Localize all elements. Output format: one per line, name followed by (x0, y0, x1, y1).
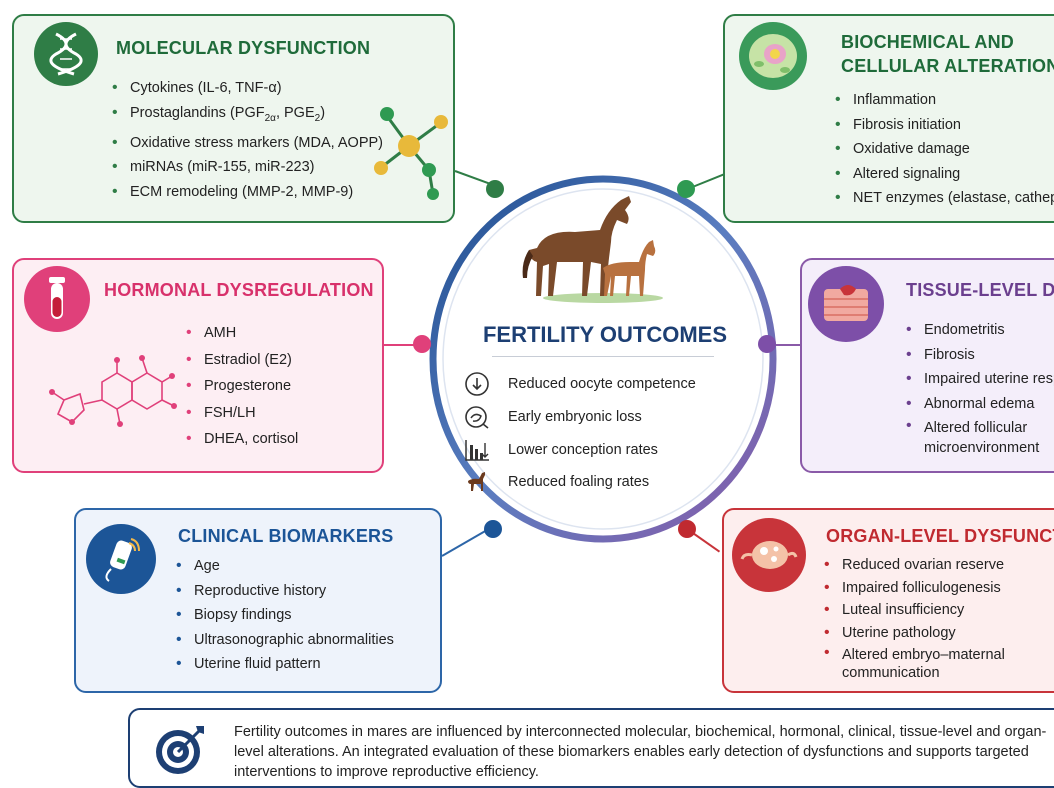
list-item: Altered signaling (835, 162, 1054, 187)
steroid-molecule-illustration (49, 355, 177, 427)
hormonal-list: AMH Estradiol (E2) Progesterone FSH/LH D… (186, 320, 298, 453)
node-hormonal (413, 335, 431, 353)
outcome-item: Early embryonic loss (462, 402, 642, 432)
center-divider (492, 356, 714, 357)
node-molecular (486, 180, 504, 198)
list-item: FSH/LH (186, 400, 298, 427)
panel-clinical-biomarkers: CLINICAL BIOMARKERS Age Reproductive his… (74, 508, 442, 693)
panel-organ-level: ORGAN-LEVEL DYSFUNCTION Reduced ovarian … (722, 508, 1054, 693)
outcome-label: Lower conception rates (508, 442, 658, 458)
list-item: Reproductive history (176, 579, 394, 604)
panel-molecular-dysfunction: MOLECULAR DYSFUNCTION Cytokines (IL-6, T… (12, 14, 455, 223)
list-item: Endometritis (906, 318, 1054, 343)
list-item-text: Altered follicular (924, 420, 1028, 436)
panel-hormonal-dysregulation: HORMONAL DYSREGULATION AMH Estradiol (E2… (12, 258, 384, 473)
node-biochem (677, 180, 695, 198)
list-item: Fibrosis (906, 343, 1054, 368)
list-item: Estradiol (E2) (186, 347, 298, 374)
list-item: ECM remodeling (MMP-2, MMP-9) (112, 180, 383, 205)
list-item: Ultrasonographic abnormalities (176, 628, 394, 653)
node-organ (678, 520, 696, 538)
list-item: Uterine fluid pattern (176, 652, 394, 677)
list-item-text: Altered embryo–maternal (842, 647, 1005, 663)
list-item: Fibrosis initiation (835, 113, 1054, 138)
clinical-list: Age Reproductive history Biopsy findings… (176, 554, 394, 677)
list-item: Prostaglandins (PGF2α, PGE2) (112, 101, 383, 131)
list-item: Abnormal edema (906, 392, 1054, 417)
list-item: Cytokines (IL-6, TNF-α) (112, 76, 383, 101)
outcome-label: Early embryonic loss (508, 409, 642, 425)
ultrasound-probe-icon (86, 524, 156, 594)
list-item: Progesterone (186, 373, 298, 400)
list-item: Uterine pathology (824, 622, 1005, 645)
outcome-label: Reduced oocyte competence (508, 376, 696, 392)
list-item: Altered embryo–maternal communication (824, 644, 1005, 682)
cell-icon (739, 22, 807, 90)
list-item: NET enzymes (elastase, cathepsin G) (835, 186, 1054, 211)
panel-biochemical-cellular: BIOCHEMICAL AND CELLULAR ALTERATIONS Inf… (723, 14, 1054, 223)
summary-text: Fertility outcomes in mares are influenc… (234, 724, 1047, 780)
panel-title: TISSUE-LEVEL DYSFUNCTION (906, 280, 1054, 300)
declining-bars-icon (462, 435, 492, 465)
node-clinical (484, 520, 502, 538)
panel-title: ORGAN-LEVEL DYSFUNCTION (826, 526, 1054, 546)
center-title: FERTILITY OUTCOMES (482, 322, 728, 347)
outcome-item: Lower conception rates (462, 435, 658, 465)
foal-icon (462, 467, 492, 497)
panel-title: MOLECULAR DYSFUNCTION (116, 38, 371, 58)
molecule-illustration (374, 107, 448, 200)
outcome-item: Reduced oocyte competence (462, 369, 696, 399)
connector-hormonal (384, 344, 422, 346)
panel-title: BIOCHEMICAL AND CELLULAR ALTERATIONS (841, 30, 1054, 78)
summary-box: Fertility outcomes in mares are influenc… (128, 708, 1054, 788)
list-item: AMH (186, 320, 298, 347)
list-item-text: Prostaglandins (PGF (130, 104, 265, 121)
fertility-outcome-ring (429, 175, 777, 543)
list-item: Inflammation (835, 88, 1054, 113)
panel-tissue-level: TISSUE-LEVEL DYSFUNCTION Endometritis Fi… (800, 258, 1054, 473)
node-tissue (758, 335, 776, 353)
down-arrow-circle-icon (462, 369, 492, 399)
embryo-icon (462, 402, 492, 432)
blood-tube-icon (24, 266, 90, 332)
subscript: 2α (264, 112, 276, 124)
tissue-icon (808, 266, 884, 342)
list-item: Oxidative stress markers (MDA, AOPP) (112, 131, 383, 156)
list-item-text: microenvironment (924, 440, 1040, 456)
outcome-item: Reduced foaling rates (462, 467, 649, 497)
list-item: miRNAs (miR-155, miR-223) (112, 155, 383, 180)
ovary-icon (732, 518, 806, 592)
tissue-list: Endometritis Fibrosis Impaired uterine r… (906, 318, 1054, 458)
list-item: Luteal insufficiency (824, 599, 1005, 622)
list-item: Impaired uterine response (906, 367, 1054, 392)
dna-icon (34, 22, 98, 86)
list-item: Age (176, 554, 394, 579)
list-item: Biopsy findings (176, 603, 394, 628)
connector-tissue (770, 344, 802, 346)
list-item: DHEA, cortisol (186, 426, 298, 453)
target-icon (152, 720, 210, 778)
list-item-text: communication (842, 665, 940, 681)
panel-title: CLINICAL BIOMARKERS (178, 526, 394, 546)
organ-list: Reduced ovarian reserve Impaired follicu… (824, 554, 1005, 682)
panel-title: HORMONAL DYSREGULATION (104, 280, 374, 300)
list-item: Impaired folliculogenesis (824, 577, 1005, 600)
panel-title-line: CELLULAR ALTERATIONS (841, 56, 1054, 76)
list-item: Oxidative damage (835, 137, 1054, 162)
foal-illustration (603, 240, 656, 296)
molecular-list: Cytokines (IL-6, TNF-α) Prostaglandins (… (112, 76, 383, 204)
list-item: Reduced ovarian reserve (824, 554, 1005, 577)
panel-title-line: BIOCHEMICAL AND (841, 32, 1014, 52)
list-item-text: , PGE (275, 104, 315, 121)
outcome-label: Reduced foaling rates (508, 474, 650, 490)
list-item: Altered follicular microenvironment (906, 416, 1054, 458)
biochem-list: Inflammation Fibrosis initiation Oxidati… (835, 88, 1054, 211)
list-item-text: ) (320, 104, 326, 121)
subscript: 2 (314, 112, 321, 124)
